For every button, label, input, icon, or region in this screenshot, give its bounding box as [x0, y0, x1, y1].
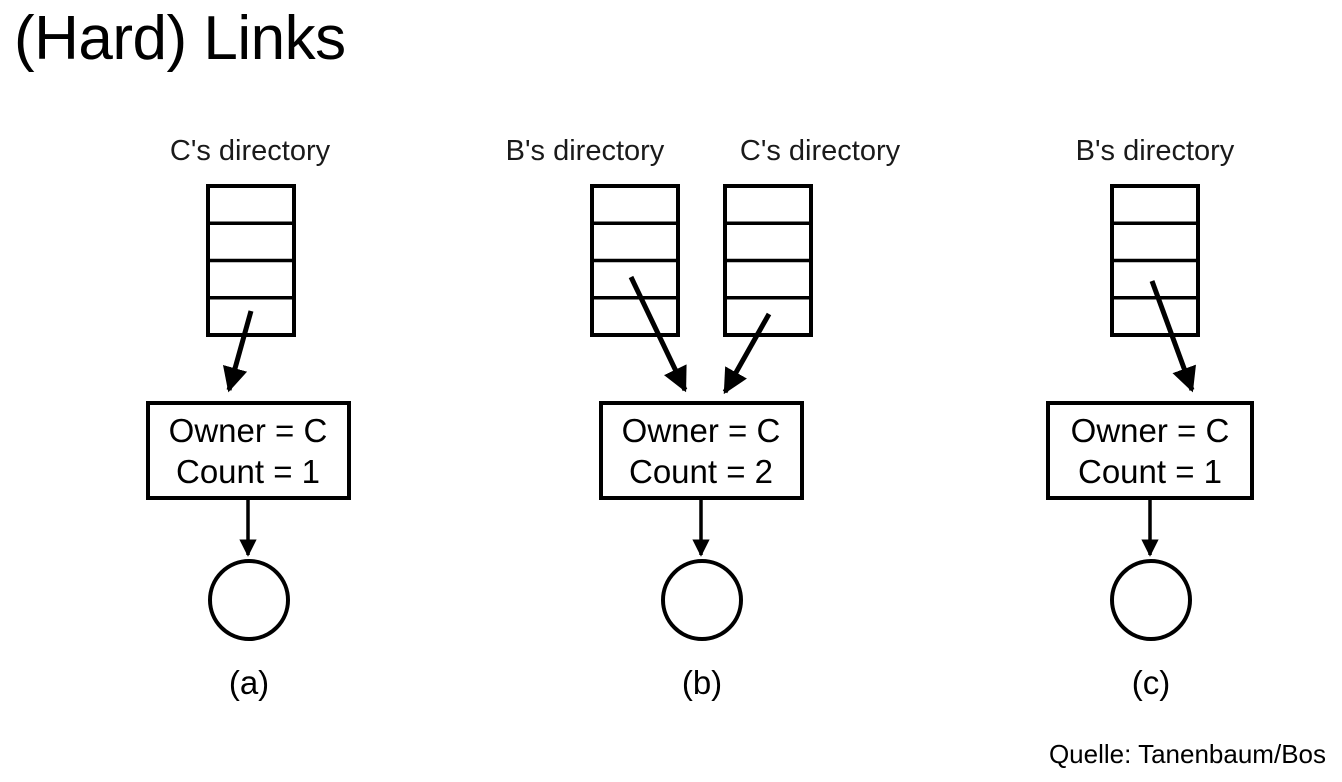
panel-b: B's directory C's directory Owner = C Co… — [506, 135, 901, 701]
link-arrow-a-1 — [222, 310, 254, 393]
inode-count-a: Count = 1 — [176, 453, 320, 490]
inode-c: Owner = C Count = 1 — [1046, 401, 1254, 500]
inode-owner-c: Owner = C — [1071, 412, 1230, 449]
page-title: (Hard) Links — [14, 4, 346, 73]
panel-label-a: (a) — [229, 664, 269, 701]
directory-table-a-1 — [206, 184, 296, 337]
link-arrow-c-1 — [1149, 280, 1196, 393]
panel-label-c: (c) — [1132, 664, 1170, 701]
panel-a: C's directory Owner = C Count = 1 (a) — [146, 135, 351, 701]
directory-table-b-2 — [723, 184, 813, 337]
panel-c: B's directory Owner = C Count = 1 (c) — [1046, 135, 1254, 701]
inode-owner-a: Owner = C — [169, 412, 328, 449]
inode-a: Owner = C Count = 1 — [146, 401, 351, 500]
directory-heading-c-1: B's directory — [1076, 135, 1235, 167]
link-arrow-b-2 — [722, 312, 772, 395]
source-attribution: Quelle: Tanenbaum/Bos — [1048, 739, 1326, 769]
panel-label-b: (b) — [682, 664, 722, 701]
directory-table-b-1 — [590, 184, 680, 337]
directory-heading-a-1: C's directory — [170, 135, 331, 167]
inode-count-b: Count = 2 — [629, 453, 773, 490]
file-circle-b — [661, 559, 743, 641]
inode-owner-b: Owner = C — [622, 412, 781, 449]
file-circle-c — [1110, 559, 1192, 641]
inode-b: Owner = C Count = 2 — [599, 401, 804, 500]
link-arrow-b-1 — [628, 275, 688, 393]
directory-heading-b-2: C's directory — [740, 135, 901, 167]
file-circle-a — [208, 559, 290, 641]
inode-count-c: Count = 1 — [1078, 453, 1222, 490]
directory-heading-b-1: B's directory — [506, 135, 665, 167]
directory-table-c-1 — [1110, 184, 1200, 337]
